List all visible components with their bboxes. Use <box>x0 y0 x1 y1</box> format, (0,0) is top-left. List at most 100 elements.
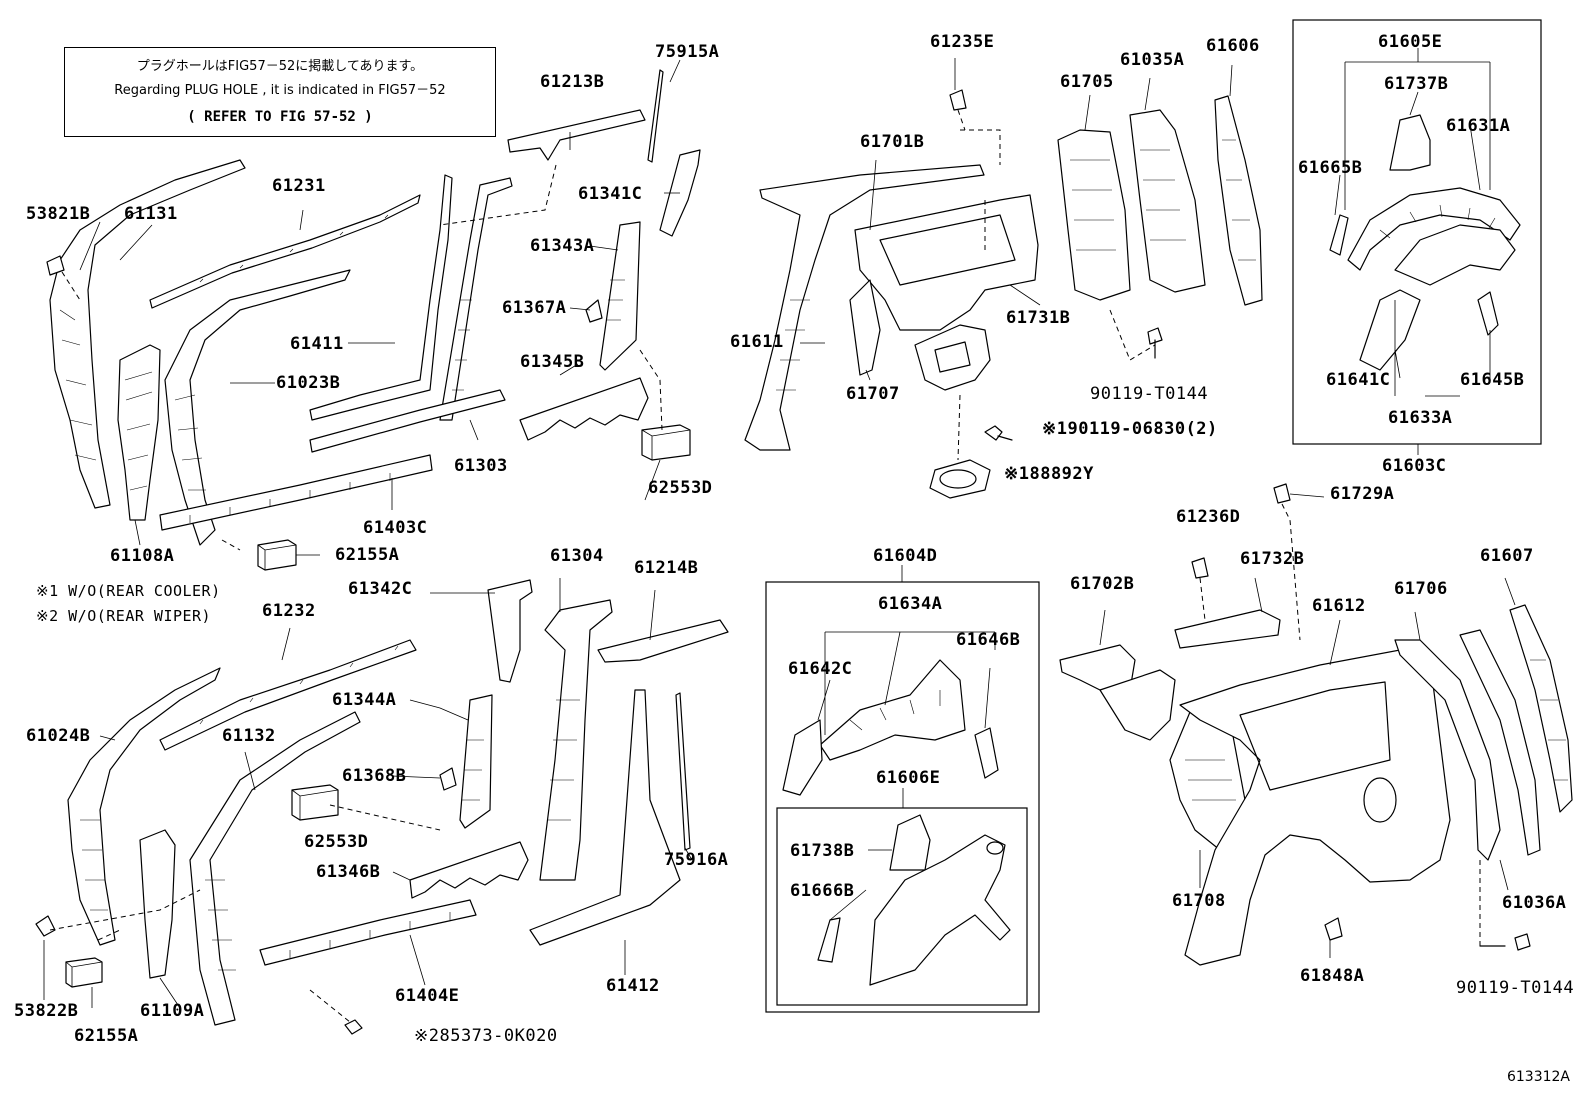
label-61702B: 61702B <box>1070 574 1135 594</box>
label-61412: 61412 <box>606 976 660 996</box>
part-61235E-clip <box>949 89 967 111</box>
part-61737B-bracket <box>1389 114 1431 171</box>
label-61634A: 61634A <box>878 594 943 614</box>
label-61109A: 61109A <box>140 1001 205 1021</box>
label-61708: 61708 <box>1172 891 1226 911</box>
label-61631A: 61631A <box>1446 116 1511 136</box>
part-62553D-pad-top <box>641 424 691 461</box>
label-61231: 61231 <box>272 176 326 196</box>
part-61731B-inner-extension <box>914 324 991 391</box>
label-61612: 61612 <box>1312 596 1366 616</box>
note-line-refer: ( REFER TO FIG 57-52 ) <box>187 109 373 125</box>
part-61606-extension <box>1214 95 1263 306</box>
label-61232: 61232 <box>262 601 316 621</box>
group-box-61604D <box>765 581 1040 1013</box>
label-90119-T0144-top: 90119-T0144 <box>1090 384 1209 404</box>
label-61346B: 61346B <box>316 862 381 882</box>
footnote-rear-wiper: ※2 W/O(REAR WIPER) <box>36 607 212 625</box>
part-53821B-clip <box>46 255 65 276</box>
part-61706-pillar-outer <box>1394 639 1501 861</box>
note-line-japanese: プラグホールはFIG57－52に掲載してあります。 <box>136 59 424 74</box>
label-61341C: 61341C <box>578 184 643 204</box>
label-61036A: 61036A <box>1502 893 1567 913</box>
part-61343A-pillar-inner <box>599 221 641 371</box>
part-90119-06830-bolt <box>984 425 1013 441</box>
label-75915A: 75915A <box>655 42 720 62</box>
part-75916A-garnish <box>675 692 691 851</box>
label-61706: 61706 <box>1394 579 1448 599</box>
label-61367A: 61367A <box>502 298 567 318</box>
part-75915A-garnish <box>647 69 664 163</box>
part-61036A-extension <box>1459 629 1541 856</box>
label-61368B: 61368B <box>342 766 407 786</box>
label-61729A: 61729A <box>1330 484 1395 504</box>
label-61304: 61304 <box>550 546 604 566</box>
part-rocker-inner-top <box>309 389 506 453</box>
part-61611-quarter-inner <box>744 164 985 451</box>
label-61701B: 61701B <box>860 132 925 152</box>
part-61367A-bracket <box>585 299 603 323</box>
part-53822B-clip <box>35 915 56 937</box>
group-box-61603C <box>1292 19 1542 445</box>
label-61411: 61411 <box>290 334 344 354</box>
label-90119-T0144-bottom: 90119-T0144 <box>1456 978 1575 998</box>
label-61131: 61131 <box>124 204 178 224</box>
label-61344A: 61344A <box>332 690 397 710</box>
label-61645B: 61645B <box>1460 370 1525 390</box>
part-62155A-pad-top <box>257 539 297 571</box>
label-62155A-top: 62155A <box>335 545 400 565</box>
label-61737B: 61737B <box>1384 74 1449 94</box>
part-61342C-pillar-reinforcement <box>487 579 533 683</box>
label-61732B: 61732B <box>1240 549 1305 569</box>
part-61131-front-pillar-outer <box>49 159 246 509</box>
part-61412-rocker-pillar <box>529 689 681 946</box>
label-61213B: 61213B <box>540 72 605 92</box>
part-61236D-clip <box>1191 557 1209 579</box>
part-62553D-pad-bottom <box>291 784 339 821</box>
part-61303-center-pillar <box>439 177 513 421</box>
part-61732B-inner-extension <box>1174 609 1281 649</box>
label-61606E: 61606E <box>876 768 941 788</box>
part-61023B-front-pillar-inner <box>164 269 351 546</box>
part-61214B-roof-bow <box>597 619 729 663</box>
part-61633A-wheelhouse-inner <box>1394 224 1516 286</box>
part-61411-roof-rail-inner <box>309 174 453 421</box>
label-61642C: 61642C <box>788 659 853 679</box>
label-61023B: 61023B <box>276 373 341 393</box>
label-61214B: 61214B <box>634 558 699 578</box>
part-61346B-pillar-lower <box>409 841 529 899</box>
label-61731B: 61731B <box>1006 308 1071 328</box>
part-61404E-rocker-outer <box>259 899 477 966</box>
part-61132-front-pillar <box>189 711 361 1026</box>
plug-hole-note-box: プラグホールはFIG57－52に掲載してあります。 Regarding PLUG… <box>64 47 496 137</box>
label-61342C: 61342C <box>348 579 413 599</box>
label-61345B: 61345B <box>520 352 585 372</box>
part-61701B-window-frame <box>854 194 1039 331</box>
part-61109A-hinge-pillar-lower <box>139 829 176 979</box>
part-61344A-pillar-inner <box>459 694 493 829</box>
label-61404E: 61404E <box>395 986 460 1006</box>
label-53822B: 53822B <box>14 1001 79 1021</box>
part-61213B-roof-bow <box>507 109 646 161</box>
figure-id: 613312A <box>1506 1069 1570 1085</box>
part-61707-pillar-lower <box>849 279 881 376</box>
part-61403C-rocker-outer <box>159 454 433 531</box>
part-90119-T0144-bolt-bottom <box>1479 933 1531 951</box>
label-61132: 61132 <box>222 726 276 746</box>
label-62553D-top: 62553D <box>648 478 713 498</box>
part-61641C-wheelhouse-extension <box>1359 289 1421 371</box>
part-61646B-plate <box>974 727 999 779</box>
part-61108A-hinge-pillar <box>117 344 161 521</box>
label-90119-06830: ※190119-06830(2) <box>1042 419 1218 439</box>
label-61035A: 61035A <box>1120 50 1185 70</box>
label-61235E: 61235E <box>930 32 995 52</box>
part-90119-T0144-bolt-top <box>1147 327 1163 359</box>
label-61705: 61705 <box>1060 72 1114 92</box>
part-61232-roof-side-rail-inner <box>159 639 417 751</box>
label-61848A: 61848A <box>1300 966 1365 986</box>
label-62155A-bottom: 62155A <box>74 1026 139 1046</box>
label-61108A: 61108A <box>110 546 175 566</box>
note-line-english: Regarding PLUG HOLE , it is indicated in… <box>114 83 446 98</box>
label-62553D-bottom: 62553D <box>304 832 369 852</box>
